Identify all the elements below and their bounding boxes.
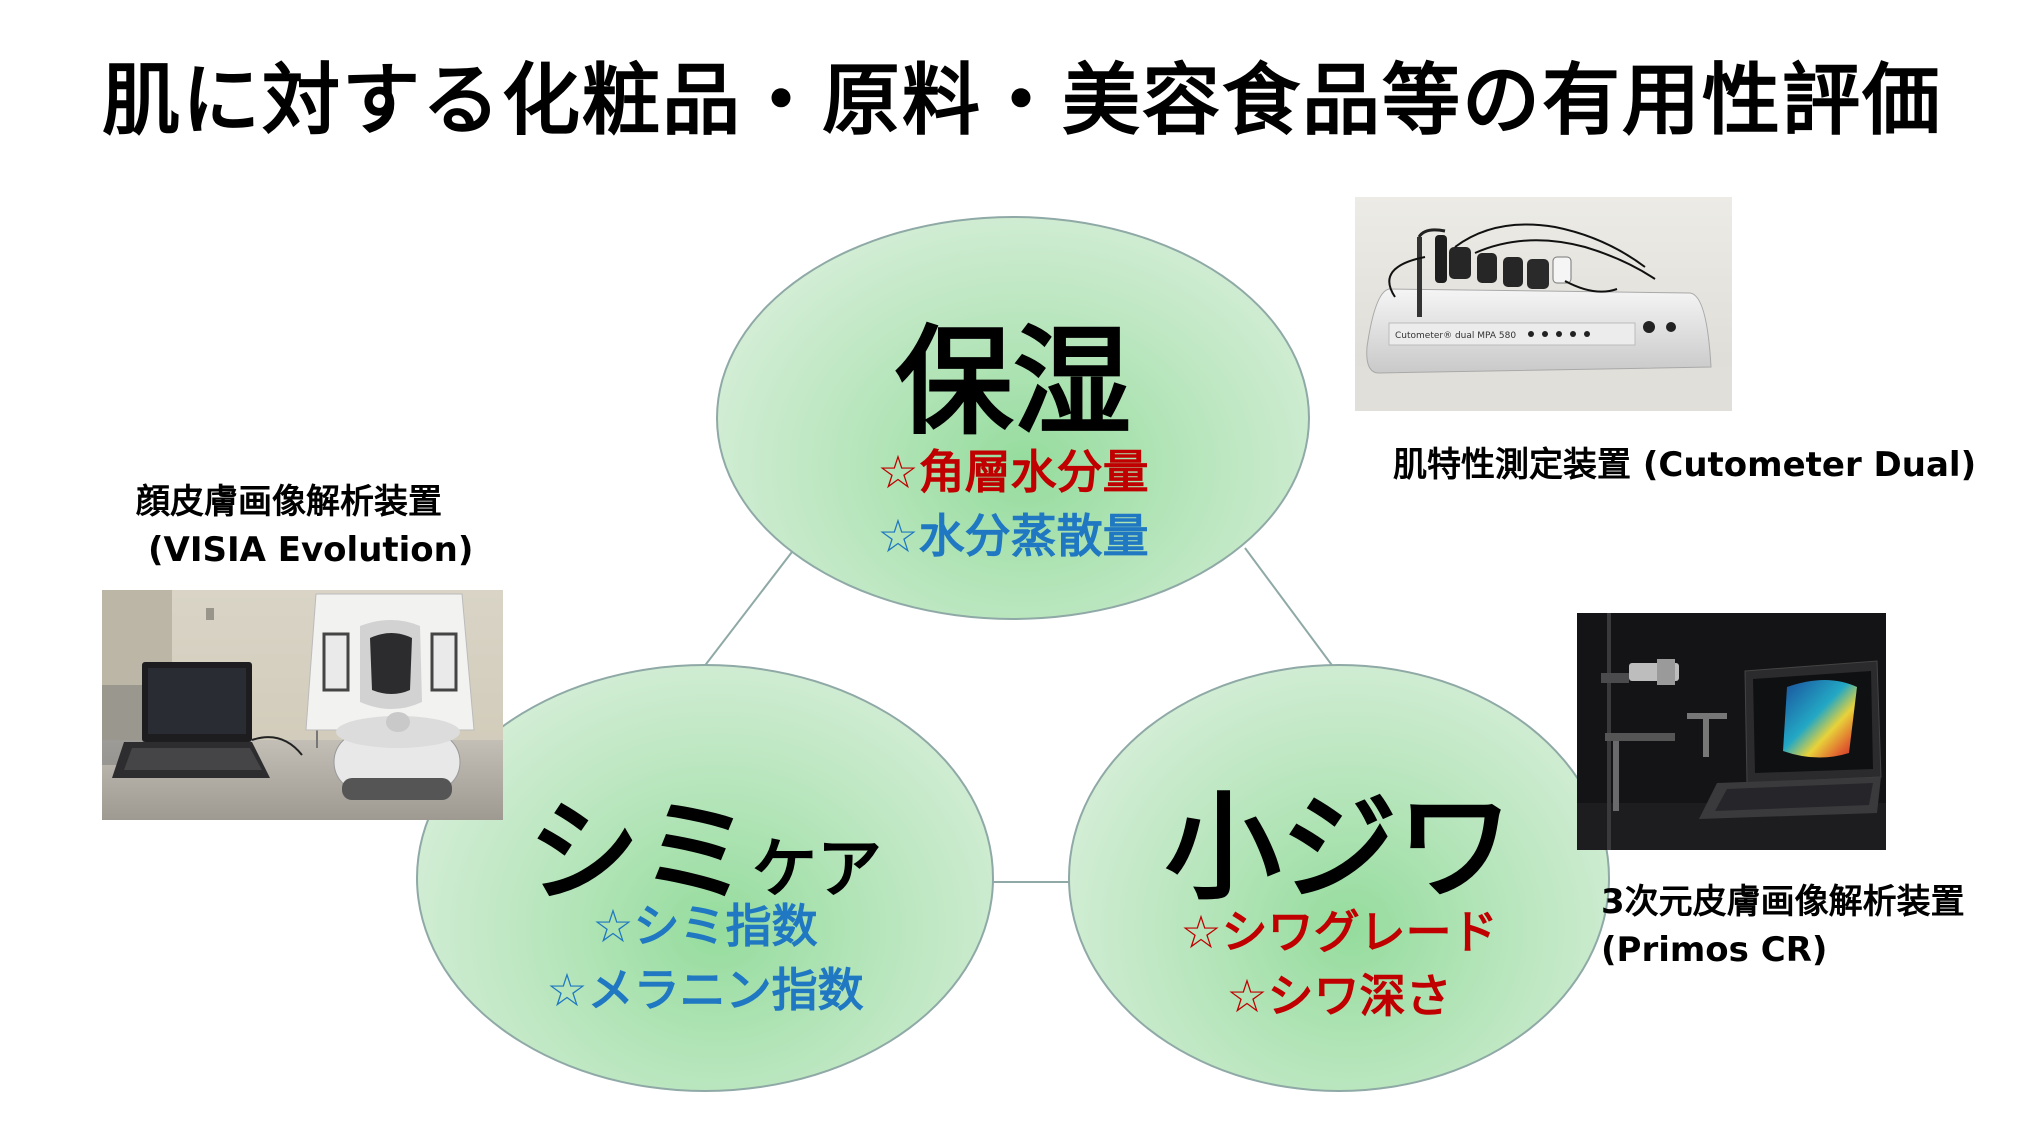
- moisture-title: 保湿: [894, 313, 1131, 451]
- spot-item-1: ☆シミ指数: [418, 890, 992, 956]
- spot-item-2: ☆メラニン指数: [418, 954, 992, 1020]
- metric-tewl: 水分蒸散量: [918, 509, 1149, 563]
- star-icon: ☆: [546, 963, 588, 1017]
- moisture-item-2: ☆水分蒸散量: [718, 500, 1308, 566]
- visia-photo: [102, 590, 503, 820]
- star-icon: ☆: [877, 509, 919, 563]
- metric-wrinkle-grade: シワグレード: [1221, 905, 1498, 959]
- spot-care-title: シミケア: [418, 762, 992, 924]
- wrinkle-item-2: ☆シワ深さ: [1070, 960, 1608, 1026]
- metric-skin-hydration: 角層水分量: [918, 445, 1149, 499]
- star-icon: ☆: [877, 445, 919, 499]
- star-icon: ☆: [1180, 905, 1222, 959]
- wrinkle-title: 小ジワ: [1165, 781, 1513, 916]
- page-title: 肌に対する化粧品・原料・美容食品等の有用性評価: [101, 56, 1942, 146]
- primos-device-name: 3次元皮膚画像解析装置: [1601, 882, 1965, 922]
- moisture-item-1: ☆角層水分量: [718, 436, 1308, 502]
- cutometer-photo: Cutometer® dual MPA 580: [1355, 197, 1732, 411]
- wrinkle-item-1: ☆シワグレード: [1070, 896, 1608, 962]
- metric-wrinkle-depth: シワ深さ: [1267, 969, 1452, 1023]
- line-moisture-wrinkle: [1244, 547, 1338, 673]
- moisture-ellipse: 保湿 ☆角層水分量 ☆水分蒸散量: [716, 216, 1310, 620]
- star-icon: ☆: [592, 899, 634, 953]
- cutometer-panel-text: Cutometer® dual MPA 580: [1395, 331, 1516, 341]
- cutometer-device-name: 肌特性測定装置 (Cutometer Dual): [1393, 445, 1977, 485]
- star-icon: ☆: [1226, 969, 1268, 1023]
- visia-device-model: (VISIA Evolution): [148, 530, 474, 570]
- primos-photo: [1577, 613, 1886, 850]
- metric-spot-index: シミ指数: [633, 899, 818, 953]
- spot-care-ellipse: シミケア ☆シミ指数 ☆メラニン指数: [416, 664, 994, 1092]
- spot-care-title-main: シミ: [528, 788, 753, 918]
- wrinkle-ellipse: 小ジワ ☆シワグレード ☆シワ深さ: [1068, 664, 1610, 1092]
- line-moisture-spot: [699, 547, 796, 673]
- primos-device-model: (Primos CR): [1601, 930, 1828, 970]
- visia-device-name: 顔皮膚画像解析装置: [136, 482, 442, 522]
- spot-care-title-small: ケア: [752, 832, 882, 907]
- metric-melanin-index: メラニン指数: [587, 963, 864, 1017]
